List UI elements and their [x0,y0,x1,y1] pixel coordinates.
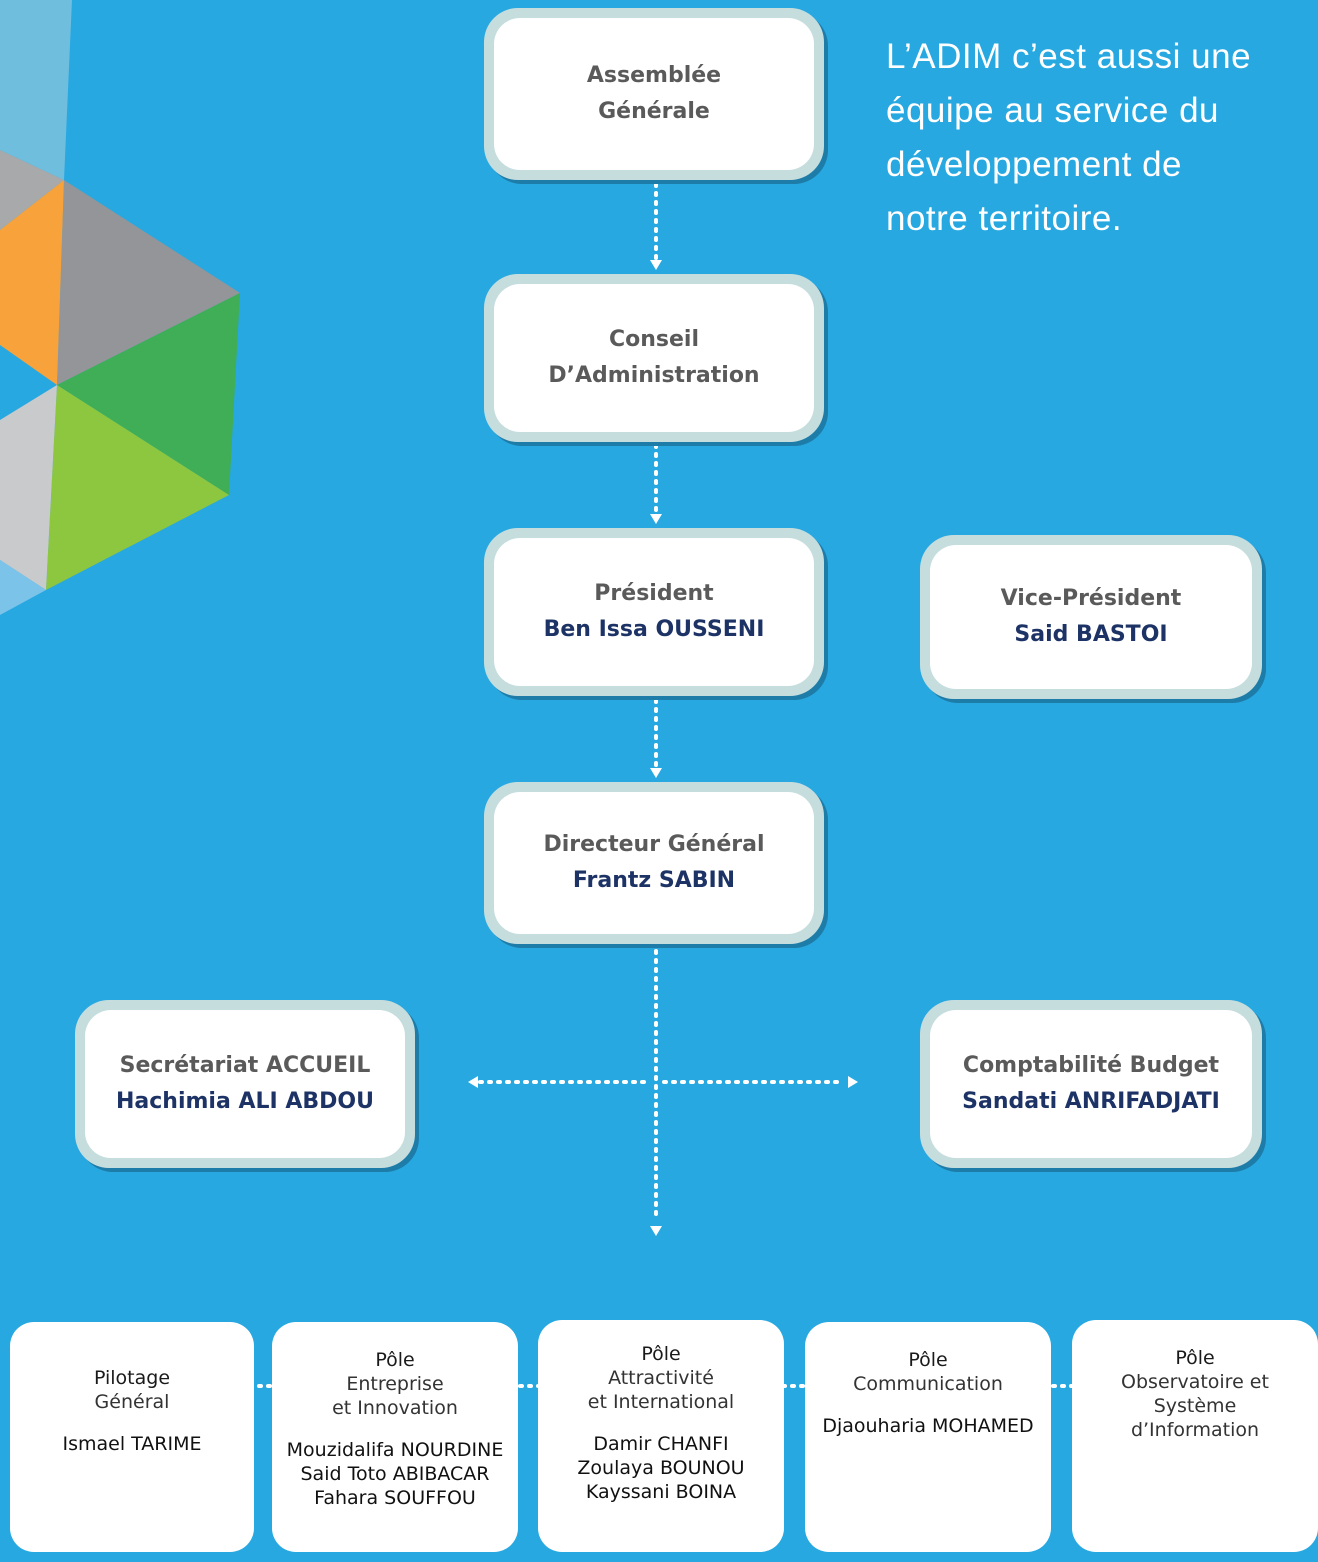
node-conseil-administration: Conseil D’Administration [484,274,824,442]
pole-heading: Pôle [908,1349,948,1371]
pole-subtitle: Attractivité et International [587,1367,735,1413]
pole-card-observatoire: Pôle Observatoire et Système d’Informati… [1072,1320,1318,1552]
arrowhead-down [650,514,662,524]
arrowhead-down [650,1226,662,1236]
pole-member: Kayssani BOINA [585,1481,737,1503]
pole-members: Ismael TARIME [10,1432,254,1456]
pole-heading: Pôle [375,1349,415,1371]
pole-subtitle: Entreprise et Innovation [332,1373,458,1419]
node-title: Président [594,581,714,606]
decorative-triangle-motif [0,0,240,615]
node-person-name: Said BASTOI [1014,622,1168,647]
pole-card-entreprise: Pôle Entreprise et Innovation Mouzidalif… [272,1322,518,1552]
pole-card-communication: Pôle Communication Djaouharia MOHAMED [805,1322,1051,1552]
pole-subtitle: Communication [853,1373,1003,1395]
arrowhead-down [650,768,662,778]
arrowhead-left [468,1076,478,1088]
node-person-name: Hachimia ALI ABDOU [116,1089,374,1114]
arrowhead-down [650,260,662,270]
pole-heading: Pilotage [93,1367,171,1389]
node-comptabilite-budget: Comptabilité Budget Sandati ANRIFADJATI [920,1000,1262,1168]
pole-member: Damir CHANFI [593,1433,729,1455]
pole-heading: Pôle [1175,1347,1215,1369]
node-vice-president: Vice-Président Said BASTOI [920,535,1262,699]
pole-member: Said Toto ABIBACAR [300,1463,490,1485]
node-title: Assemblée Générale [586,63,722,124]
pole-heading: Pôle [641,1343,681,1365]
arrowhead-right [848,1076,858,1088]
pole-members: Mouzidalifa NOURDINE Said Toto ABIBACAR … [272,1438,518,1510]
node-person-name: Ben Issa OUSSENI [543,617,765,642]
node-title: Vice-Président [1000,586,1182,611]
pole-members: Damir CHANFI Zoulaya BOUNOU Kayssani BOI… [538,1432,784,1504]
node-person-name: Frantz SABIN [572,868,736,893]
pole-member: Zoulaya BOUNOU [577,1457,745,1479]
pole-card-attractivite: Pôle Attractivité et International Damir… [538,1320,784,1552]
node-directeur-general: Directeur Général Frantz SABIN [484,782,824,944]
pole-member: Djaouharia MOHAMED [822,1415,1034,1437]
node-title: Conseil D’Administration [548,327,760,388]
node-assemblee-generale: Assemblée Générale [484,8,824,180]
pole-card-pilotage: Pilotage Général Ismael TARIME [10,1322,254,1552]
node-title: Comptabilité Budget [962,1053,1220,1078]
node-title: Secrétariat ACCUEIL [119,1053,371,1078]
node-secretariat-accueil: Secrétariat ACCUEIL Hachimia ALI ABDOU [75,1000,415,1168]
pole-member: Ismael TARIME [62,1433,202,1455]
node-president: Président Ben Issa OUSSENI [484,528,824,696]
node-person-name: Sandati ANRIFADJATI [962,1089,1220,1114]
pole-subtitle: Général [94,1391,170,1413]
pole-member: Mouzidalifa NOURDINE [286,1439,504,1461]
pole-member: Fahara SOUFFOU [314,1487,476,1509]
tagline: L’ADIM c’est aussi une équipe au service… [886,37,1252,238]
pole-members: Djaouharia MOHAMED [805,1414,1051,1438]
pole-subtitle: Observatoire et Système d’Information [1121,1371,1269,1441]
node-title: Directeur Général [543,832,765,857]
